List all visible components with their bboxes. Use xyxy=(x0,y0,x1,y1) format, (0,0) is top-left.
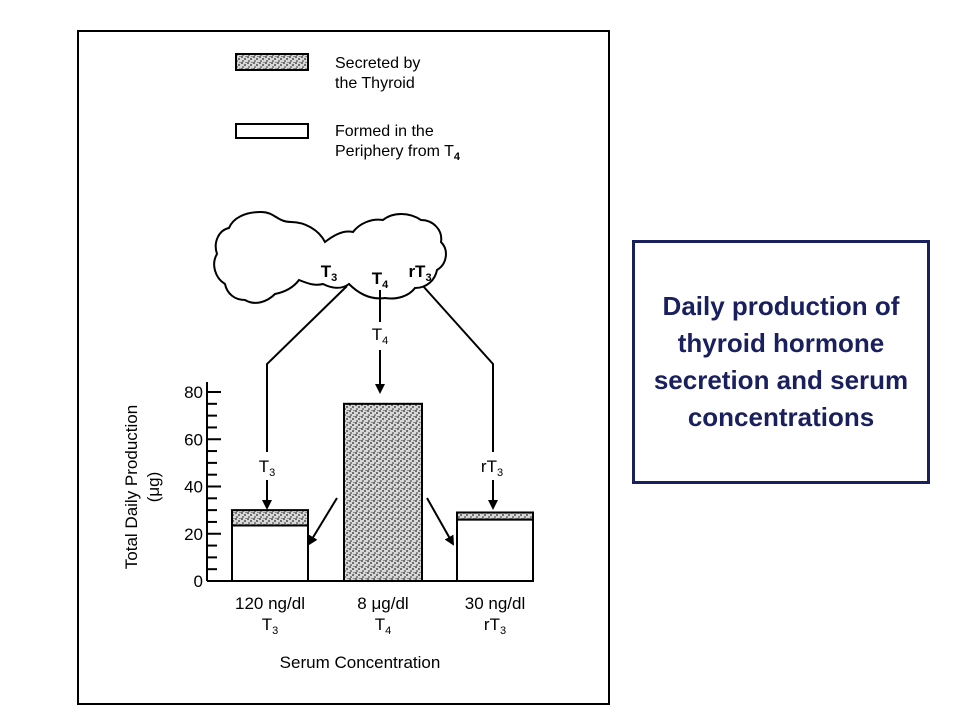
arrow-label-t3: T3 xyxy=(259,457,276,479)
y-axis-unit: (μg) xyxy=(144,472,163,503)
legend-swatch-formed xyxy=(235,123,309,139)
caption-box: Daily production of thyroid hormone secr… xyxy=(632,240,930,484)
bar-formed-periphery xyxy=(456,518,534,583)
connector-rt3 xyxy=(422,285,494,452)
arrow-label-rt3: rT3 xyxy=(481,457,503,479)
connector-t3 xyxy=(266,285,348,452)
bar-secreted-thyroid xyxy=(456,511,534,521)
caption-text: Daily production of thyroid hormone secr… xyxy=(653,291,909,432)
thyroid-gland-outline xyxy=(213,210,447,304)
thyroid-production-chart: Secreted by the Thyroid Formed in the Pe… xyxy=(122,53,534,672)
gland-label-t4: T4 xyxy=(372,269,389,291)
y-tick-label: 0 xyxy=(194,572,203,591)
legend-formed-line1: Formed in the xyxy=(335,123,434,140)
bars xyxy=(231,402,534,583)
y-tick-label: 40 xyxy=(184,478,203,497)
y-axis-label: Total Daily Production xyxy=(122,405,141,569)
y-tick-label: 80 xyxy=(184,383,203,402)
x-tick-sublabel: T4 xyxy=(375,615,392,637)
legend-secreted-line2: the Thyroid xyxy=(335,75,415,92)
x-tick-label: 120 ng/dl xyxy=(235,594,305,613)
gland-label-rt3: rT3 xyxy=(408,262,431,284)
x-axis-label: Serum Concentration xyxy=(280,653,441,672)
y-tick-label: 20 xyxy=(184,525,203,544)
y-tick-label: 60 xyxy=(184,430,203,449)
legend-formed-line2: Periphery from T4 xyxy=(335,143,461,163)
arrow-t4-to-rt3-bar xyxy=(426,497,454,546)
arrow-label-t4: T4 xyxy=(372,325,389,347)
x-tick-sublabel: T3 xyxy=(262,615,279,637)
arrow-t4-to-t3-bar xyxy=(307,497,338,546)
figure-frame: Secreted by the Thyroid Formed in the Pe… xyxy=(77,30,610,705)
legend-secreted-line1: Secreted by xyxy=(335,55,420,72)
connector-lines xyxy=(262,285,498,546)
x-tick-label: 30 ng/dl xyxy=(465,594,526,613)
bar-formed-periphery xyxy=(231,524,309,583)
bar-secreted-thyroid xyxy=(343,402,423,582)
legend-formed-sub: 4 xyxy=(454,151,461,163)
x-tick-sublabel: rT3 xyxy=(484,615,506,637)
legend-swatch-secreted xyxy=(235,53,309,71)
gland-label-t3: T3 xyxy=(321,262,338,284)
x-tick-label: 8 μg/dl xyxy=(357,594,408,613)
bar-secreted-thyroid xyxy=(231,509,309,527)
